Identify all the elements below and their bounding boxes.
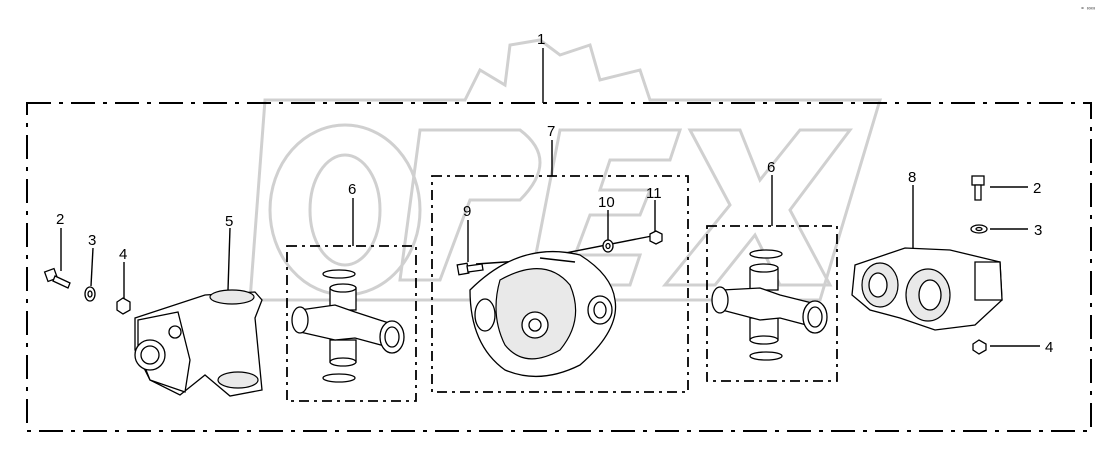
nut-left xyxy=(116,297,131,315)
bolt-right xyxy=(971,175,985,201)
nut-coupling xyxy=(649,230,663,245)
assembly-frame xyxy=(26,102,1092,432)
callout-nut-left: 4 xyxy=(119,246,127,263)
bolt-coupling xyxy=(456,262,484,276)
cross-frame-left xyxy=(286,245,417,402)
yoke-left xyxy=(134,289,263,397)
coupling xyxy=(469,250,617,378)
callout-yoke-right: 8 xyxy=(908,169,916,186)
nut-right xyxy=(972,339,987,355)
callout-cross-left: 6 xyxy=(348,181,356,198)
callout-washer-left: 3 xyxy=(88,232,96,249)
bolt-left xyxy=(43,267,71,289)
washer-coupling xyxy=(602,239,614,253)
callout-nut-right: 4 xyxy=(1045,339,1053,356)
cross-left xyxy=(291,269,405,383)
yoke-right xyxy=(851,247,1003,331)
corner-mark: ⚬ ∞∞ xyxy=(1080,6,1095,12)
callout-bolt-left: 2 xyxy=(56,211,64,228)
callout-bolt-coupling: 9 xyxy=(463,203,471,220)
callout-yoke-left: 5 xyxy=(225,213,233,230)
callout-assembly: 1 xyxy=(537,31,545,48)
callout-washer-coupling: 10 xyxy=(598,194,615,211)
callout-washer-right: 3 xyxy=(1034,222,1042,239)
cross-right xyxy=(711,249,828,361)
callout-cross-right: 6 xyxy=(767,159,775,176)
cross-frame-right xyxy=(706,225,838,382)
washer-left xyxy=(84,286,96,302)
washer-right xyxy=(970,224,988,234)
callout-bolt-right: 2 xyxy=(1033,180,1041,197)
callout-nut-coupling: 11 xyxy=(646,185,662,202)
coupling-frame xyxy=(431,175,689,393)
callout-coupling: 7 xyxy=(547,123,555,140)
